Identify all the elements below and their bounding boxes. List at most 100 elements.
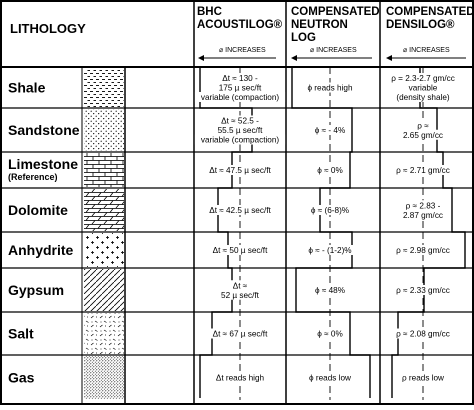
label-background: [229, 280, 251, 291]
neutron-value: ϕ ≈ 48%: [315, 286, 345, 295]
label-background: [194, 92, 286, 102]
neutron-value: ϕ ≈ (6-8)%: [311, 206, 349, 215]
label-background: [303, 82, 357, 93]
acoustic-value: Δt reads high: [216, 374, 265, 383]
label-background: [215, 289, 265, 300]
label-background: [398, 372, 448, 383]
label-background: [400, 200, 446, 211]
label-background: [400, 209, 446, 220]
density-value: ρ ≈ 2.08 gm/cc: [396, 330, 450, 339]
acoustic-value: Δt ≈ 47.5 µ sec/ft: [209, 166, 271, 175]
lithology-subtitle: (Reference): [8, 172, 58, 182]
label-background: [414, 120, 432, 131]
lithology-row: Sandstone Δt ≈ 52.5 -55.5 µ sec/ftvariabl…: [8, 109, 446, 151]
neutron-increases-label: ⌀ INCREASES: [310, 47, 357, 54]
label-background: [390, 92, 456, 102]
acoustic-value: Δt ≈ 50 µ sec/ft: [213, 246, 268, 255]
label-background: [215, 115, 265, 126]
lithology-row: Dolomite Δt ≈ 42.5 µ sec/ft ϕ ≈ (6-8)% ρ ≈ …: [8, 189, 446, 231]
lithology-name: Salt: [8, 326, 34, 342]
lithology-pattern-swatch: [84, 356, 124, 399]
neutron-header-line2: NEUTRON: [291, 19, 348, 31]
label-background: [404, 82, 442, 93]
lithology-name: Anhydrite: [8, 242, 74, 258]
lithology-row: Limestone(Reference) Δt ≈ 47.5 µ sec/ft ϕ …: [8, 153, 454, 187]
neutron-header-line3: LOG: [291, 32, 316, 44]
label-background: [392, 165, 454, 175]
acoustic-increases-label: ⌀ INCREASES: [219, 47, 266, 54]
lithology-name: Shale: [8, 80, 46, 96]
lithology-row: Gas Δt reads high ϕ reads low ρ reads low: [8, 356, 448, 399]
label-background: [307, 205, 353, 215]
lithology-pattern-swatch: [84, 313, 124, 354]
acoustic-header-line1: BHC: [197, 6, 222, 18]
label-background: [400, 129, 446, 140]
acoustic-value: variable (compaction): [201, 93, 280, 102]
acoustic-value: variable (compaction): [201, 136, 280, 145]
density-header-line1: COMPENSATED: [386, 6, 474, 18]
acoustic-value: 55.5 µ sec/ft: [218, 126, 263, 135]
lithology-name: Dolomite: [8, 202, 68, 218]
density-value: 2.65 gm/cc: [403, 131, 443, 140]
acoustic-value: 175 µ sec/ft: [219, 84, 262, 93]
neutron-trace: [291, 67, 371, 398]
label-background: [217, 73, 263, 83]
label-background: [313, 285, 347, 295]
density-header-line2: DENSILOG®: [386, 19, 455, 31]
lithology-pattern-swatch: [84, 269, 124, 311]
lithology-pattern-swatch: [84, 233, 124, 267]
lithology-name: Gypsum: [8, 282, 64, 298]
label-background: [303, 245, 357, 255]
density-value: variable: [409, 84, 438, 93]
lithology-pattern-swatch: [84, 68, 124, 107]
neutron-value: ϕ ≈ - 4%: [315, 126, 345, 135]
neutron-value: ϕ reads low: [309, 374, 351, 383]
density-value: ρ ≈ 2.33 gm/cc: [396, 286, 450, 295]
density-value: ρ ≈ 2.71 gm/cc: [396, 166, 450, 175]
acoustic-value: Δt ≈ 42.5 µ sec/ft: [209, 206, 271, 215]
label-background: [386, 73, 460, 83]
label-background: [315, 165, 345, 175]
label-background: [205, 245, 275, 255]
acoustic-value: Δt ≈ 52.5 -: [221, 117, 259, 126]
lithology-name: Limestone: [8, 156, 78, 172]
density-value: ρ = 2.3-2.7 gm/cc: [391, 74, 455, 83]
lithology-header: LITHOLOGY: [10, 21, 86, 36]
lithology-pattern-swatch: [84, 109, 124, 151]
density-value: ρ ≈ 2.83 -: [406, 201, 441, 210]
acoustic-value: Δt ≈ 67 µ sec/ft: [213, 330, 268, 339]
label-background: [201, 205, 279, 215]
lithology-pattern-swatch: [84, 153, 124, 187]
label-background: [201, 165, 279, 175]
neutron-value: ϕ ≈ - (1-2)%: [308, 246, 351, 255]
neutron-header-line1: COMPENSATED: [291, 6, 380, 18]
label-background: [392, 328, 454, 339]
density-value: 2.87 gm/cc: [403, 211, 443, 220]
label-background: [392, 285, 454, 295]
label-background: [205, 328, 275, 339]
neutron-value: ϕ ≈ 0%: [317, 330, 342, 339]
acoustic-value: 52 µ sec/ft: [221, 291, 260, 300]
label-background: [211, 372, 269, 383]
density-value: ρ reads low: [402, 374, 444, 383]
lithology-pattern-swatch: [84, 189, 124, 231]
lithology-name: Sandstone: [8, 122, 80, 138]
neutron-value: ϕ reads high: [307, 84, 353, 93]
neutron-value: ϕ ≈ 0%: [317, 166, 342, 175]
label-background: [305, 372, 355, 383]
label-background: [194, 134, 286, 145]
grid: [1, 1, 473, 404]
label-background: [392, 245, 454, 255]
acoustic-header-line2: ACOUSTILOG®: [197, 19, 283, 31]
label-background: [311, 125, 349, 135]
label-background: [211, 125, 269, 135]
lithology-name: Gas: [8, 370, 35, 386]
acoustic-value: Δt ≈ 130 -: [222, 74, 258, 83]
